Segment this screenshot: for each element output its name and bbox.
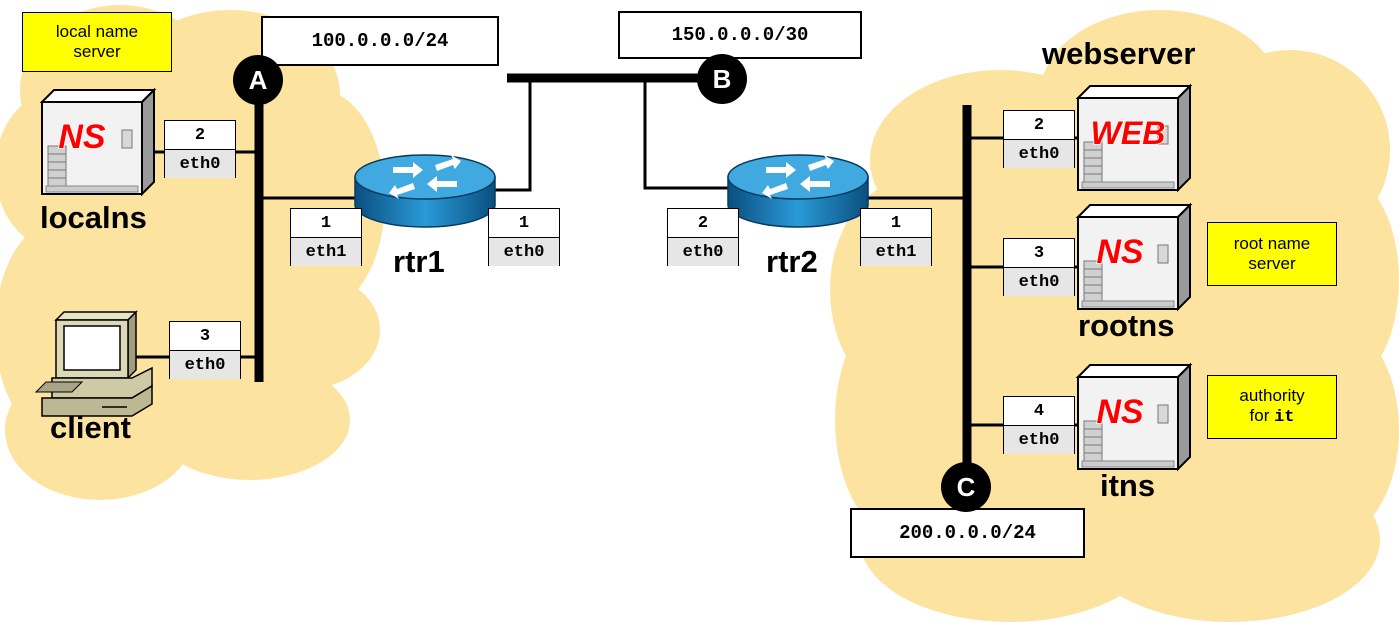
rootns-iface: 3 eth0 — [1003, 238, 1075, 296]
subnet-a-label: 100.0.0.0/24 — [261, 16, 499, 66]
iface-number: 3 — [170, 322, 240, 351]
iface-number: 2 — [165, 121, 235, 150]
iface-number: 2 — [1004, 111, 1074, 140]
rtr1-eth1-iface: 1 eth1 — [290, 208, 362, 266]
rtr1-eth0-iface: 1 eth0 — [488, 208, 560, 266]
itns-note-line1: authority — [1239, 385, 1305, 405]
rootns-note: root name server — [1207, 222, 1337, 286]
itns-note-line2: for it — [1250, 406, 1295, 428]
network-c-marker: C — [941, 462, 991, 512]
rtr1-router-icon — [354, 154, 496, 228]
webserver-iface: 2 eth0 — [1003, 110, 1075, 168]
client-iface: 3 eth0 — [169, 321, 241, 379]
webserver-label: webserver — [1042, 36, 1196, 71]
iface-number: 1 — [861, 209, 931, 238]
localns-note: local name server — [22, 12, 172, 72]
rtr2-router-icon — [727, 154, 869, 228]
client-label: client — [50, 410, 131, 445]
iface-number: 2 — [668, 209, 738, 238]
iface-name: eth0 — [170, 351, 240, 379]
localns-note-line1: local name — [55, 21, 139, 41]
itns-server-icon: NS — [1077, 364, 1191, 470]
itns-note: authority for it — [1207, 375, 1337, 439]
network-a-marker: A — [233, 55, 283, 105]
rtr2-eth0-iface: 2 eth0 — [667, 208, 739, 266]
rootns-server-icon: NS — [1077, 204, 1191, 310]
webserver-server-icon: WEB — [1077, 85, 1191, 191]
iface-name: eth1 — [861, 238, 931, 266]
rootns-badge: NS — [1096, 233, 1144, 271]
itns-label: itns — [1100, 468, 1156, 503]
localns-iface: 2 eth0 — [164, 120, 236, 178]
iface-number: 1 — [489, 209, 559, 238]
rtr2-eth1-iface: 1 eth1 — [860, 208, 932, 266]
iface-name: eth0 — [1004, 268, 1074, 296]
itns-note-prefix: for — [1249, 406, 1275, 425]
localns-badge: NS — [58, 118, 106, 156]
subnet-b-label: 150.0.0.0/30 — [618, 11, 862, 59]
iface-name: eth0 — [668, 238, 738, 266]
iface-name: eth0 — [1004, 140, 1074, 168]
localns-server-icon: NS — [41, 89, 155, 195]
rootns-label: rootns — [1078, 308, 1175, 343]
iface-number: 1 — [291, 209, 361, 238]
rootns-note-line1: root name — [1233, 233, 1311, 253]
localns-note-line2: server — [73, 42, 121, 61]
iface-name: eth1 — [291, 238, 361, 266]
iface-number: 4 — [1004, 397, 1074, 426]
client-pc-icon — [34, 310, 153, 417]
localns-label: localns — [40, 200, 147, 235]
rtr2-label: rtr2 — [766, 244, 818, 279]
rootns-note-line2: server — [1248, 254, 1296, 273]
webserver-badge: WEB — [1091, 115, 1166, 151]
iface-name: eth0 — [165, 150, 235, 178]
iface-name: eth0 — [1004, 426, 1074, 454]
subnet-c-label: 200.0.0.0/24 — [850, 508, 1085, 558]
iface-number: 3 — [1004, 239, 1074, 268]
itns-note-code: it — [1274, 408, 1295, 427]
network-b-marker: B — [697, 54, 747, 104]
iface-name: eth0 — [489, 238, 559, 266]
itns-iface: 4 eth0 — [1003, 396, 1075, 454]
rtr1-label: rtr1 — [393, 244, 445, 279]
itns-badge: NS — [1096, 393, 1144, 431]
